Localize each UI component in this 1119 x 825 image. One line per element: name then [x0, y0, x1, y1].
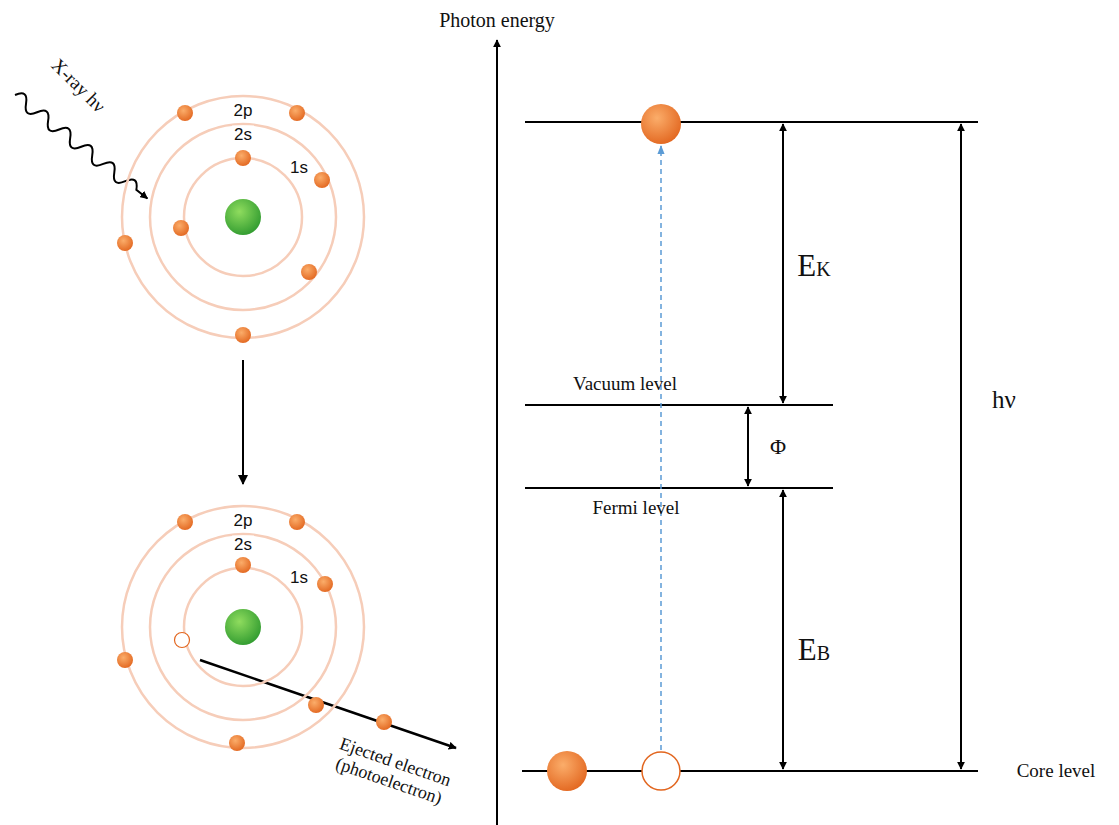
- electron: [177, 514, 193, 530]
- atom-diagram: 2p 2s 1s: [122, 506, 364, 748]
- nucleus: [225, 609, 261, 645]
- electron: [289, 105, 305, 121]
- level-label: Vacuum level: [573, 374, 677, 395]
- axis-title: Photon energy: [436, 9, 558, 31]
- excited-electron: [641, 104, 681, 144]
- orbital-label: 2s: [232, 126, 254, 143]
- binding-energy-label: EB: [798, 633, 830, 667]
- electron: [235, 327, 251, 343]
- atom-diagram: 2p 2s 1s: [122, 96, 364, 338]
- electron: [301, 264, 317, 280]
- kinetic-energy-arrow: [782, 124, 784, 403]
- work-function-arrow: [747, 407, 749, 486]
- electron: [117, 652, 133, 668]
- photoelectron-label: Ejected electron (photoelectron): [315, 729, 470, 815]
- electron-shell: [150, 124, 336, 310]
- electron-shell: [122, 96, 364, 338]
- electron-shell: [184, 568, 302, 686]
- ejected-electron: [376, 714, 392, 730]
- electron: [173, 220, 189, 236]
- electron: [314, 172, 330, 188]
- electron-shell: [150, 534, 336, 720]
- transition-arrow: [242, 360, 244, 484]
- electron: [117, 235, 133, 251]
- excitation-arrow: [660, 146, 662, 750]
- core-level-line: [522, 770, 978, 772]
- ejection-arrow: [200, 660, 456, 748]
- level-label: Core level: [1017, 761, 1096, 782]
- fermi-level-line: [525, 487, 833, 489]
- x-ray-wave: [11, 90, 151, 204]
- electron-shell: [122, 506, 364, 748]
- orbital-label: 1s: [288, 569, 310, 586]
- binding-energy-arrow: [782, 490, 784, 769]
- radiation-label: X-ray hν: [47, 55, 109, 117]
- photon-energy-label: hν: [992, 386, 1016, 414]
- electron: [177, 105, 193, 121]
- kinetic-energy-label: EK: [797, 249, 830, 283]
- work-function-label: Φ: [770, 435, 786, 459]
- electron: [317, 576, 333, 592]
- electron: [308, 697, 324, 713]
- orbital-label: 2s: [232, 536, 254, 553]
- energy-axis: [496, 40, 498, 825]
- electron-hole: [175, 633, 190, 648]
- electron: [235, 557, 251, 573]
- nucleus: [225, 199, 261, 235]
- level-label: Fermi level: [592, 498, 679, 519]
- free-level-line: [525, 121, 978, 123]
- electron: [235, 150, 251, 166]
- electron: [289, 514, 305, 530]
- vacuum-level-line: [525, 404, 833, 406]
- electron: [229, 735, 245, 751]
- electron-shell: [184, 158, 302, 276]
- orbital-label: 2p: [232, 512, 255, 529]
- orbital-label: 1s: [288, 159, 310, 176]
- photon-energy-arrow: [960, 124, 962, 769]
- core-electron: [547, 751, 587, 791]
- core-hole: [642, 752, 680, 790]
- orbital-label: 2p: [232, 102, 255, 119]
